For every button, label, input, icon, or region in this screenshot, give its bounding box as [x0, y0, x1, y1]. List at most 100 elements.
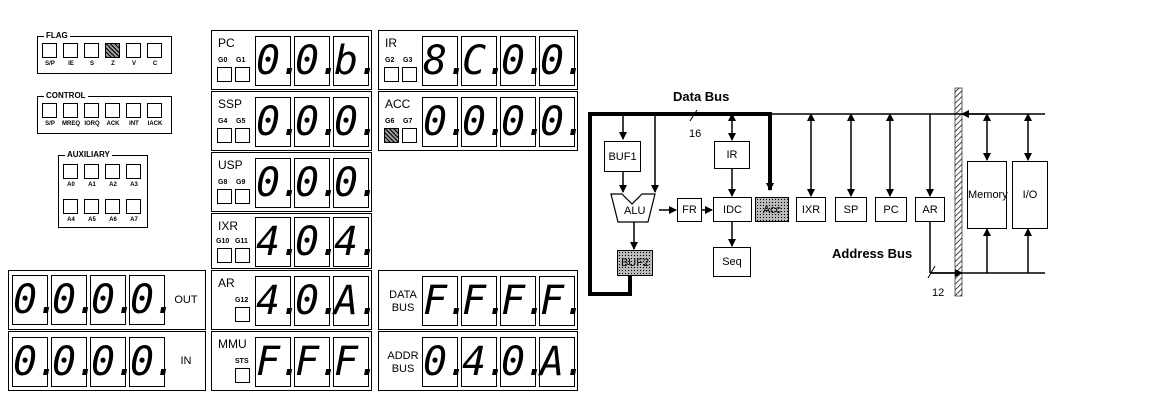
ssp-g4-led — [217, 128, 232, 143]
usp-g8-cap: G8 — [218, 179, 228, 186]
flag-cap-z: Z — [111, 61, 115, 67]
io-block: I/O — [1012, 161, 1048, 229]
flag-led-z — [105, 43, 120, 58]
pc-g1-led — [235, 67, 250, 82]
memory-block: Memory — [967, 161, 1008, 229]
data-bus-width: 16 — [689, 128, 702, 140]
flag-led-sp — [42, 43, 57, 58]
address-bus-label: Address Bus — [832, 246, 913, 261]
control-led-int — [126, 103, 141, 118]
usp-g9-cap: G9 — [236, 179, 246, 186]
active-data-path — [588, 112, 774, 296]
ssp-g5-led — [235, 128, 250, 143]
flag-led-c — [147, 43, 162, 58]
auxiliary-group: AUXILIARY A0 A1 A2 A3 A4 A5 A6 A7 — [58, 149, 148, 228]
aux-led-a6 — [105, 199, 120, 214]
ir-g2-led — [384, 67, 399, 82]
ssp-panel: SSP G4 G5 0. 0. 0. — [211, 91, 381, 151]
buf1-block: BUF1 — [604, 141, 641, 172]
ar-g12-led — [235, 307, 250, 322]
control-led-sp — [42, 103, 57, 118]
pc-g1-cap: G1 — [236, 57, 246, 64]
aux-led-a0 — [63, 164, 78, 179]
mmu-sts-led — [235, 368, 250, 383]
control-cap-ack: ACK — [106, 121, 120, 127]
aux-cap-a5: A5 — [88, 217, 96, 223]
control-cap-sp: S/P — [45, 121, 55, 127]
control-cap-int: INT — [129, 121, 139, 127]
usp-g8-led — [217, 189, 232, 204]
sp-block: SP — [835, 197, 867, 222]
aux-led-a5 — [84, 199, 99, 214]
ar-g12-cap: G12 — [235, 297, 249, 304]
pc-label: PC — [218, 36, 235, 50]
ssp-g5-cap: G5 — [236, 118, 246, 125]
control-led-mreq — [63, 103, 78, 118]
alu-shape — [610, 193, 656, 223]
ir-label: IR — [385, 36, 397, 50]
mmu-sts-cap: STS — [235, 358, 249, 365]
acc-g7-cap: G7 — [403, 118, 413, 125]
ssp-g4-cap: G4 — [218, 118, 228, 125]
usp-g9-led — [235, 189, 250, 204]
addr-bus-label-1: ADDR — [387, 350, 419, 362]
acc-block: Acc — [755, 197, 789, 222]
ar-label: AR — [218, 276, 235, 290]
control-led-iorq — [84, 103, 99, 118]
data-bus-panel: DATA BUS F. F. F. F. — [378, 270, 587, 330]
buf2-block: BUF2 — [617, 250, 653, 276]
flag-group: FLAG S/P IE S Z V C — [37, 30, 172, 74]
ir-g3-led — [402, 67, 417, 82]
acc-g6-cap: G6 — [385, 118, 395, 125]
acc-panel: ACC G6 G7 0. 0. 0. 0. — [378, 91, 587, 151]
pc-g0-cap: G0 — [218, 57, 228, 64]
flag-cap-v: V — [131, 61, 136, 67]
seq-block: Seq — [713, 247, 751, 277]
control-cap-mreq: MREQ — [62, 121, 80, 127]
ixr-g10-cap: G10 — [216, 238, 230, 245]
ixr-g11-led — [235, 248, 250, 263]
control-group: CONTROL S/P MREQ IORQ ACK INT IACK — [37, 90, 172, 134]
address-bus-width: 12 — [932, 287, 945, 299]
control-led-ack — [105, 103, 120, 118]
aux-led-a4 — [63, 199, 78, 214]
aux-led-a1 — [84, 164, 99, 179]
flag-title: FLAG — [44, 30, 70, 42]
aux-cap-a2: A2 — [109, 182, 117, 188]
control-cap-iorq: IORQ — [84, 121, 100, 127]
ir-g2-cap: G2 — [385, 57, 395, 64]
auxiliary-title: AUXILIARY — [65, 149, 112, 161]
flag-led-v — [126, 43, 141, 58]
usp-label: USP — [218, 158, 243, 172]
aux-cap-a4: A4 — [67, 217, 75, 223]
flag-cap-ie: IE — [68, 61, 74, 67]
aux-led-a2 — [105, 164, 120, 179]
flag-cap-sp: S/P — [45, 61, 55, 67]
pc-block: PC — [875, 197, 907, 222]
bus-divider — [954, 87, 963, 297]
ixr-g10-led — [217, 248, 232, 263]
flag-cap-c: C — [152, 61, 158, 67]
control-cap-iack: IACK — [147, 121, 163, 127]
ixr-label: IXR — [218, 219, 239, 233]
pc-g0-led — [217, 67, 232, 82]
data-bus-label: Data Bus — [673, 89, 730, 104]
flag-led-s — [84, 43, 99, 58]
out-panel: 0. 0. 0. 0. OUT — [8, 270, 206, 330]
control-title: CONTROL — [44, 90, 88, 102]
pc-panel: PC G0 G1 0. 0. b. — [211, 30, 381, 90]
in-label: IN — [180, 355, 192, 367]
mmu-label: MMU — [218, 337, 247, 351]
data-bus-label-2: BUS — [391, 302, 415, 314]
ixr-block: IXR — [796, 197, 826, 222]
aux-cap-a6: A6 — [109, 217, 117, 223]
data-bus-label-1: DATA — [389, 289, 417, 301]
acc-label: ACC — [385, 97, 411, 111]
flag-led-ie — [63, 43, 78, 58]
aux-cap-a0: A0 — [67, 182, 75, 188]
alu-label: ALU — [624, 205, 646, 217]
acc-g6-led — [384, 128, 399, 143]
ar-block: AR — [915, 197, 945, 222]
control-led-iack — [147, 103, 162, 118]
